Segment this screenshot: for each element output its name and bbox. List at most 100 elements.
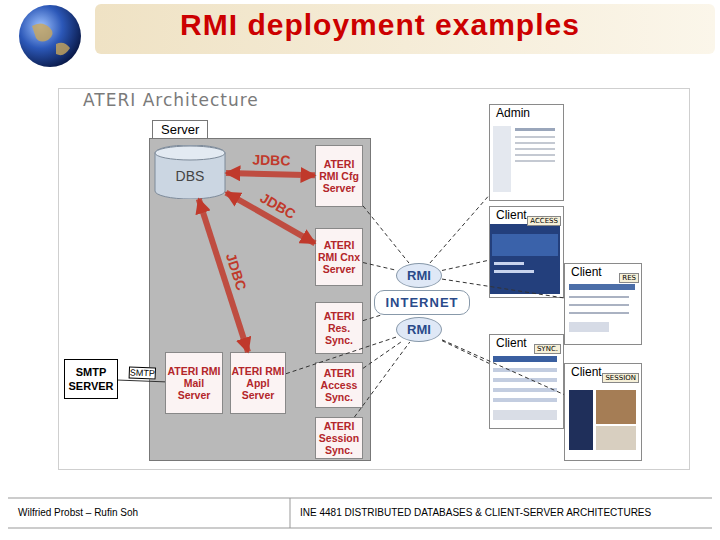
cylinder-top xyxy=(155,146,225,160)
screenshot-bar xyxy=(493,356,557,362)
screenshot-photo xyxy=(596,426,636,450)
screenshot-field xyxy=(493,410,557,420)
network-line xyxy=(442,341,489,364)
box-label: DBS xyxy=(176,168,205,184)
screen-tag: ACCESS xyxy=(527,216,561,226)
screenshot xyxy=(490,118,560,198)
screenshot-sidebar xyxy=(493,126,511,192)
screen-tag: SYNC. xyxy=(534,344,561,354)
globe-land xyxy=(32,23,53,41)
component-box: ATERI Res. Sync. xyxy=(315,302,363,354)
server-box: DBS ATERI RMI Cfg ServerATERI RMI Cnx Ser… xyxy=(149,138,371,461)
footer-rule xyxy=(8,528,712,529)
client-screen: ClientACCESS xyxy=(489,206,564,298)
database-cylinder: DBS xyxy=(154,145,226,199)
screenshot-field xyxy=(569,322,609,332)
screenshot-line xyxy=(569,304,629,306)
component-box: ATERI Access Sync. xyxy=(315,362,363,408)
network-line xyxy=(286,337,396,374)
box-label: SMTP SERVER xyxy=(65,365,117,393)
screenshot-line xyxy=(569,296,629,298)
screenshot-line xyxy=(515,160,555,162)
box-label: ATERI RMI Mail Server xyxy=(166,365,222,401)
rmi-oval: RMI xyxy=(396,317,442,342)
rmi-oval: RMI xyxy=(396,263,442,288)
network-line xyxy=(442,260,489,270)
box-label: ATERI RMI Cfg Server xyxy=(316,158,362,194)
client-screen: ClientSYNC. xyxy=(489,334,564,429)
screenshot-sidebar xyxy=(569,390,593,450)
screen-caption: Client xyxy=(493,208,530,222)
slide-title: RMI deployment examples xyxy=(110,8,650,42)
screenshot-line xyxy=(569,312,629,314)
edge-label: SMTP xyxy=(128,366,155,379)
screen-caption: Admin xyxy=(493,106,533,120)
screen-caption: Client xyxy=(568,365,605,379)
screenshot-line xyxy=(493,378,557,382)
component-box: ATERI Session Sync. xyxy=(315,417,363,459)
component-box: ATERI RMI Mail Server xyxy=(165,352,223,414)
smtp-server-box: SMTP SERVER xyxy=(64,359,118,399)
box-label: ATERI Res. Sync. xyxy=(316,310,362,346)
screenshot-bar xyxy=(569,284,635,290)
screenshot-photo xyxy=(596,390,636,424)
box-heading: ATERI Architecture xyxy=(83,90,259,110)
network-line xyxy=(442,279,564,298)
admin-screen: Admin xyxy=(489,104,564,201)
network-line xyxy=(363,342,401,368)
screenshot-line xyxy=(493,368,557,372)
network-line xyxy=(363,315,381,321)
screen-tag: SESSION xyxy=(602,373,639,383)
screen-caption: Client xyxy=(493,336,530,350)
box-heading: Server xyxy=(152,120,208,138)
screenshot-line xyxy=(515,136,555,138)
box-label: RMI xyxy=(407,322,431,337)
internet-box: INTERNET xyxy=(374,290,470,315)
screenshot xyxy=(566,384,638,458)
screenshot-banner xyxy=(492,234,558,256)
box-label: ATERI Session Sync. xyxy=(316,420,362,456)
screenshot xyxy=(490,350,560,426)
network-line xyxy=(354,342,409,417)
title-band xyxy=(95,4,715,54)
box-label: ATERI RMI Cnx Server xyxy=(316,239,362,275)
network-line xyxy=(442,340,564,395)
screen-tag: RES xyxy=(619,273,639,283)
smtp-line xyxy=(118,380,165,382)
architecture-panel: DBS ATERI RMI Cfg ServerATERI RMI Cnx Ser… xyxy=(58,88,690,470)
globe-icon xyxy=(19,5,81,67)
globe-land xyxy=(56,43,70,55)
client-screen: ClientSESSION xyxy=(564,363,642,461)
screen-caption: Client xyxy=(568,265,605,279)
screenshot-line xyxy=(493,398,557,402)
screenshot-line xyxy=(515,128,555,131)
screenshot xyxy=(490,224,560,294)
component-box: ATERI RMI Appl Server xyxy=(230,352,286,414)
footer-rule xyxy=(8,498,712,499)
box-label: INTERNET xyxy=(386,295,459,310)
box-label: ATERI Access Sync. xyxy=(316,367,362,403)
edge-label: JDBC xyxy=(252,152,291,169)
jdbc-arrow xyxy=(226,173,315,175)
network-line xyxy=(363,206,409,263)
box-label: ATERI RMI Appl Server xyxy=(231,365,285,401)
screenshot-line xyxy=(493,388,557,392)
component-box: ATERI RMI Cnx Server xyxy=(315,228,363,286)
screenshot-line xyxy=(494,270,534,273)
box-label: RMI xyxy=(407,268,431,283)
footer-course: INE 4481 DISTRIBUTED DATABASES & CLIENT-… xyxy=(300,507,651,518)
screenshot xyxy=(566,280,638,342)
screenshot-line xyxy=(515,154,555,156)
screenshot-line xyxy=(515,142,555,144)
footer-divider xyxy=(290,498,291,528)
footer-authors: Wilfried Probst – Rufin Soh xyxy=(18,507,138,518)
screenshot-line xyxy=(515,148,555,150)
component-box: ATERI RMI Cfg Server xyxy=(315,145,363,207)
network-line xyxy=(363,263,396,271)
screenshot-line xyxy=(494,262,524,265)
cylinder-body xyxy=(155,145,225,199)
network-line xyxy=(430,195,489,263)
client-screen: ClientRES xyxy=(564,263,642,345)
